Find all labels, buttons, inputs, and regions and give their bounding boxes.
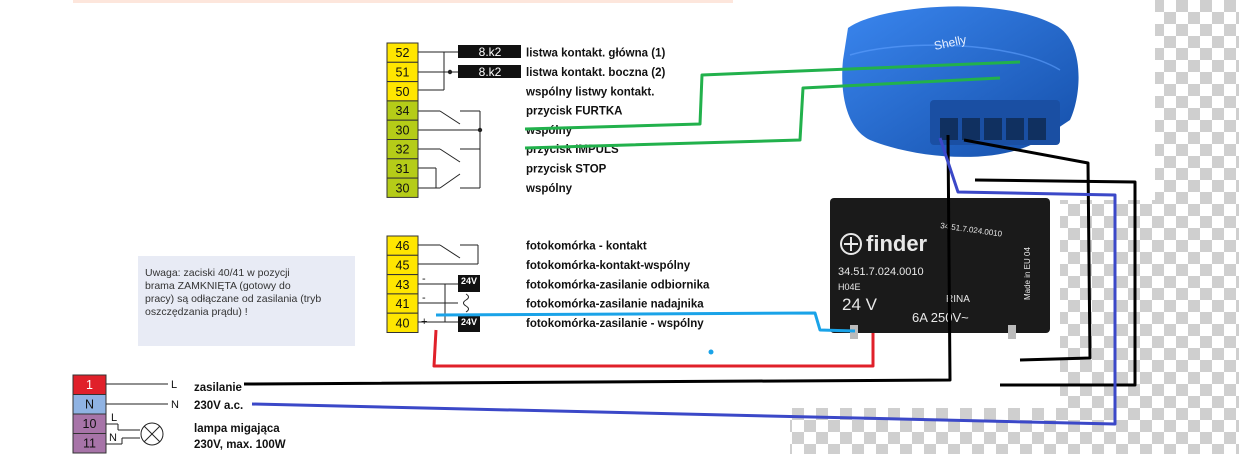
terminal-label: listwa kontakt. boczna (2)	[526, 67, 665, 79]
top-terminal-number: 34	[396, 104, 410, 118]
top-terminal-number: 30	[396, 123, 410, 137]
bottom-terminal-number: 41	[396, 297, 410, 311]
battery-24v-bottom: 24V	[458, 315, 480, 332]
wire-label-lamp-N: N	[109, 432, 117, 444]
bottom-terminal-number: 43	[396, 278, 410, 292]
wire-black-relay	[963, 138, 1092, 362]
note-box	[138, 256, 355, 346]
wire-label-lamp-L: L	[111, 412, 117, 424]
svg-text:24V: 24V	[461, 317, 477, 327]
supply-label: zasilanie	[194, 382, 242, 394]
shelly-relay-device: Shelly	[842, 6, 1079, 157]
terminal-label: fotokomórka-kontakt-wspólny	[526, 260, 691, 272]
resistor-1: 8.k2	[458, 45, 521, 59]
top-terminal-number: 50	[396, 85, 410, 99]
wire-red-24v-plus	[432, 329, 875, 368]
relay-cert: RINA	[946, 294, 970, 305]
terminal-label: przycisk FURTKA	[526, 106, 623, 118]
header-band	[73, 0, 733, 3]
wire-green-impulse	[524, 76, 1001, 150]
bottom-terminal	[386, 312, 419, 334]
terminal-label: fotokomórka-zasilanie nadajnika	[526, 299, 704, 311]
terminal-label: listwa kontakt. główna (1)	[526, 48, 665, 60]
terminal-block-power: 1N 10 11	[72, 374, 107, 454]
wire-cyan-24v-minus	[435, 311, 856, 333]
terminal-label: fotokomórka-zasilanie - wspólny	[526, 318, 704, 330]
supply-voltage-label: 230V a.c.	[194, 400, 243, 412]
polarity-plus-40: +	[421, 316, 427, 328]
relay-origin: Made in EU 04	[1023, 247, 1032, 300]
labels-top: listwa kontakt. główna (1) listwa kontakt…	[525, 48, 665, 195]
relay-coil-voltage: 24 V	[842, 295, 878, 314]
bottom-terminal-number: 46	[396, 239, 410, 253]
power-terminal-number: 1	[86, 378, 93, 392]
terminal-label: fotokomórka - kontakt	[526, 241, 647, 253]
top-terminal-number: 32	[396, 143, 410, 157]
transparent-area-bottom	[790, 408, 1239, 454]
schematic-power	[106, 383, 168, 445]
note-line: pracy) są odłączane od zasilania (tryb	[145, 293, 321, 305]
top-terminal-number: 52	[396, 46, 410, 60]
terminal-label: fotokomórka-zasilanie odbiornika	[526, 279, 710, 291]
terminal-label: przycisk STOP	[526, 163, 607, 175]
cyan-dot	[708, 349, 714, 355]
top-terminal-number: 51	[396, 65, 410, 79]
bottom-terminal-number: 45	[396, 258, 410, 272]
note-line: oszczędzania prądu) !	[145, 306, 248, 318]
schematic-top	[418, 51, 481, 189]
wires	[243, 60, 1137, 426]
schematic-bottom	[418, 244, 479, 323]
top-terminal-number: 31	[396, 162, 410, 176]
resistor-2: 8.k2	[458, 65, 521, 79]
note-line: brama ZAMKNIĘTA (gotowy do	[145, 280, 291, 292]
lamp-symbol	[140, 422, 164, 446]
relay-model: 34.51.7.024.0010	[838, 266, 924, 278]
power-terminal	[72, 433, 107, 454]
wire-label-N: N	[171, 399, 179, 411]
junction-dot	[477, 127, 483, 133]
terminal-block-bottom: 46 45 43 41 40	[386, 235, 419, 334]
junction-dot	[447, 69, 453, 75]
polarity-minus-43: -	[422, 273, 426, 285]
polarity-minus-41: -	[422, 292, 426, 304]
relay-rating: 6A 250V~	[912, 310, 969, 325]
power-terminal-number: 11	[83, 437, 96, 451]
note-line: Uwaga: zaciski 40/41 w pozycji	[145, 267, 290, 279]
relay-code: H04E	[838, 282, 861, 292]
shelly-brand-label: Shelly	[933, 32, 968, 52]
wire-black-supply	[974, 178, 1137, 387]
lamp-rating-label: 230V, max. 100W	[194, 439, 286, 451]
transparent-area-top	[1155, 0, 1239, 200]
terminal-label: wspólny listwy kontakt.	[525, 86, 654, 98]
power-terminal-number: 10	[83, 417, 97, 431]
svg-text:8.k2: 8.k2	[479, 65, 502, 79]
wire-label-L: L	[171, 379, 177, 391]
svg-text:24V: 24V	[461, 276, 477, 286]
wire-blue-N	[251, 137, 1117, 426]
finder-relay: finder 34.51.7.024.0010 34.51.7.024.0010…	[830, 198, 1050, 339]
top-terminal-number: 30	[396, 181, 410, 195]
terminal-block-top: 52 51 50 34 30 32 31 30	[386, 42, 419, 198]
wire-black-L	[243, 134, 952, 386]
svg-text:8.k2: 8.k2	[479, 45, 502, 59]
lamp-label: lampa migająca	[194, 423, 280, 435]
relay-brand: finder	[866, 231, 928, 256]
wire-green-common	[524, 60, 1021, 131]
power-terminal-number: N	[85, 398, 94, 412]
labels-bottom: fotokomórka - kontakt fotokomórka-kontakt…	[526, 241, 710, 330]
bottom-terminal-number: 40	[396, 316, 410, 330]
terminal-label: wspólny	[525, 183, 573, 195]
battery-24v-top: 24V	[458, 275, 480, 292]
